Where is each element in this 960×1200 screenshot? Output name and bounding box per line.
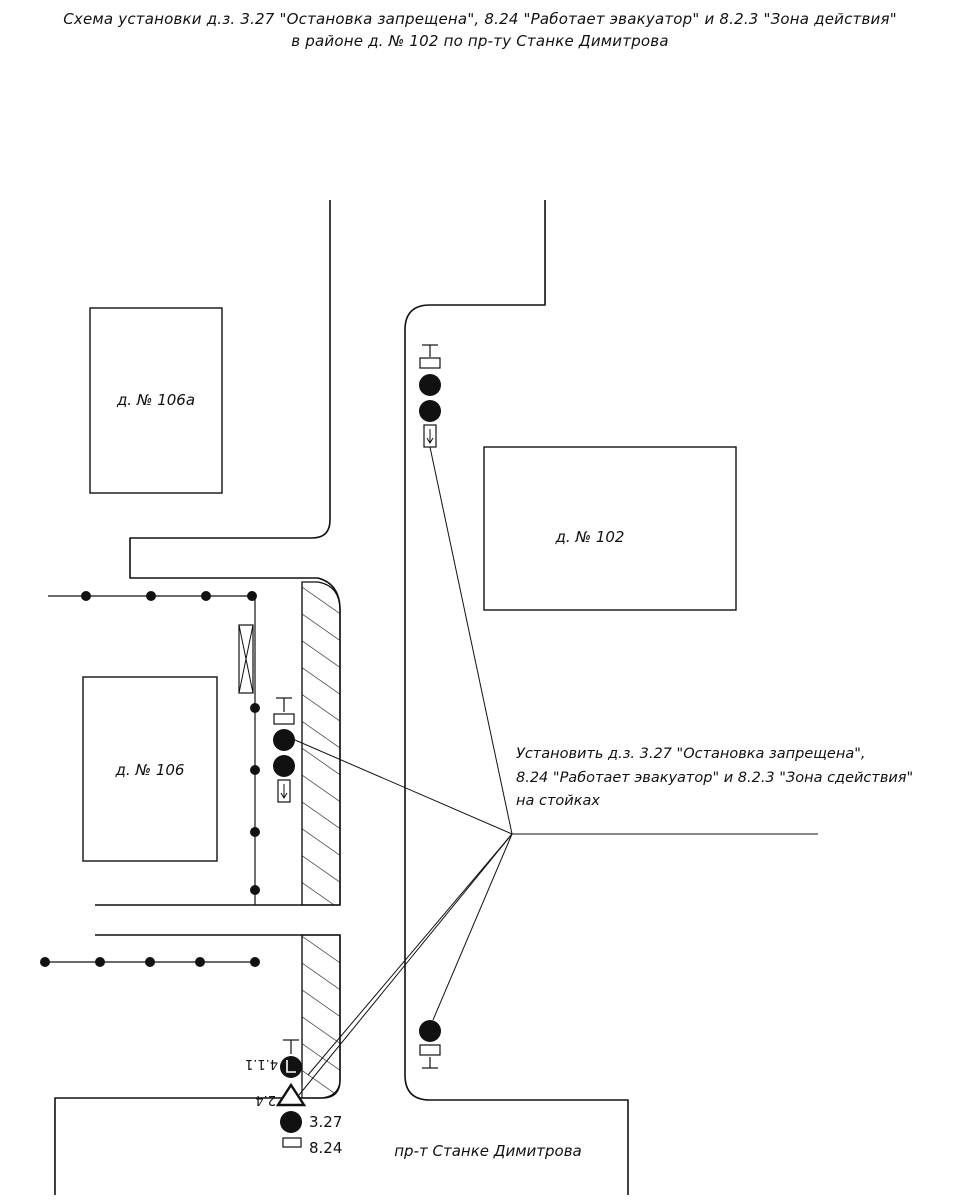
label-2-4: 2.4 <box>255 1092 276 1107</box>
sign-post-south-right <box>419 1020 441 1069</box>
sign-8-24-icon <box>282 1137 302 1148</box>
annotation-line2: 8.24 "Работает эвакуатор" и 8.2.3 "Зона … <box>516 770 913 786</box>
fence-upper <box>48 591 260 905</box>
diagram-title-line2: в районе д. № 102 по пр-ту Станке Димитр… <box>291 32 669 50</box>
hatched-strip-south <box>301 934 341 1099</box>
sign-post-middle-left <box>273 697 295 803</box>
right-curb <box>404 200 629 1195</box>
leader-lines <box>294 446 818 1096</box>
building-106a-label: д. № 106а <box>116 391 195 409</box>
sign-4-1-1-icon <box>280 1056 302 1078</box>
sign-post-north-right <box>419 344 441 448</box>
diagram-title-line1: Схема установки д.з. 3.27 "Остановка зап… <box>63 10 897 28</box>
sign-post-intersection <box>275 1039 307 1148</box>
building-106a <box>89 307 223 494</box>
street-name: пр-т Станке Димитрова <box>394 1142 582 1160</box>
fence-lower <box>40 957 260 967</box>
sign-3-27-icon <box>280 1111 302 1133</box>
building-106 <box>82 676 218 862</box>
road-network <box>54 200 629 1195</box>
gate-symbol <box>238 624 254 694</box>
hatched-strip-north <box>301 581 341 906</box>
label-3-27: 3.27 <box>309 1113 342 1131</box>
buildings: д. № 106а д. № 102 д. № 106 <box>82 307 737 862</box>
annotation-line1: Установить д.з. 3.27 "Остановка запрещен… <box>516 746 865 762</box>
label-4-1-1: 4.1.1 <box>245 1056 278 1071</box>
annotation-line3: на стойках <box>516 793 600 809</box>
label-8-24: 8.24 <box>309 1139 342 1157</box>
building-106-label: д. № 106 <box>115 761 185 779</box>
building-102-label: д. № 102 <box>555 528 625 546</box>
sign-2-4-icon <box>275 1082 307 1107</box>
hatched-strips <box>301 581 341 1099</box>
building-102 <box>483 446 737 611</box>
